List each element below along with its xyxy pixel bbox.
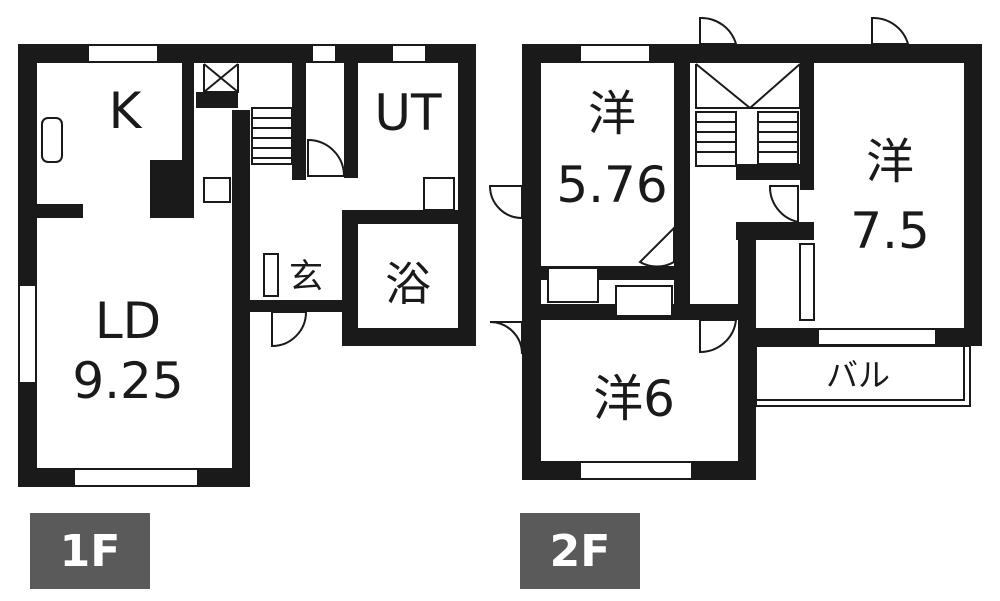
floor-1f-stairs [203, 63, 293, 165]
1f-wall-bottom-bath [342, 328, 476, 346]
2f-window-room75 [817, 328, 937, 346]
2f-wall-room576-right [674, 60, 690, 320]
room-balcony-label: バル [826, 356, 890, 394]
floor-badge-1f: 1F [30, 513, 150, 589]
2f-door-room75 [768, 185, 799, 224]
2f-closet-room576 [547, 267, 599, 303]
floor-1f-doors [41, 117, 455, 348]
2f-door-top-a [699, 16, 738, 45]
1f-wall-stair-mid [196, 92, 238, 108]
2f-wall-hall [736, 164, 814, 180]
1f-wall-bath-left [342, 210, 358, 346]
2f-window-room576 [579, 44, 651, 63]
1f-wall-stair-right [292, 60, 306, 180]
room-living-size: 9.25 [72, 352, 183, 410]
1f-window-ut [391, 44, 427, 63]
1f-window-stair [311, 44, 337, 63]
room-entrance-label: 玄 [289, 257, 323, 297]
room-western-a-label: 洋 [588, 86, 636, 142]
2f-wall-left [522, 44, 541, 480]
room-western-a-size: 5.76 [556, 156, 667, 214]
2f-closet-room75 [799, 243, 815, 321]
1f-wall-entry-bottom [250, 300, 342, 312]
floor-1f-labels: K UT LD 9.25 玄 浴 [72, 82, 442, 410]
floor-1f-plan [18, 44, 476, 487]
1f-kitchen-counter [150, 160, 194, 218]
room-western-b-size: 7.5 [850, 202, 930, 260]
floor-1f-windows [18, 44, 427, 487]
1f-door-ut [307, 138, 346, 177]
1f-window-ld-bottom [73, 468, 199, 487]
room-utility-label: UT [374, 84, 442, 142]
2f-wall-room6-right [738, 222, 756, 480]
1f-wall-left [18, 44, 37, 487]
2f-stair-run-a [695, 111, 737, 167]
2f-closet-room6 [615, 285, 673, 317]
1f-stair-run [251, 107, 293, 165]
floor-2f-labels: 洋 5.76 洋 7.5 洋6 バル [556, 86, 929, 428]
room-kitchen-label: K [109, 82, 143, 140]
room-living-label: LD [95, 292, 161, 350]
room-western-c-label: 洋6 [593, 370, 675, 428]
floor-badge-2f: 2F [520, 513, 640, 589]
room-bath-label: 浴 [385, 257, 431, 311]
2f-door-room6 [699, 319, 738, 354]
2f-door-left-a [488, 185, 523, 220]
1f-sink [41, 117, 63, 163]
1f-closet-b [423, 177, 455, 211]
1f-wall-ut-left [344, 60, 358, 178]
1f-wall-kitchen-bottom-a [37, 204, 83, 218]
1f-wall-ld-right [232, 110, 250, 487]
room-western-b-label: 洋 [866, 134, 914, 190]
1f-shoe-cabinet [263, 253, 279, 297]
2f-door-left-b [489, 321, 523, 355]
floor-2f-doors [488, 16, 910, 355]
1f-wall-kitchen-right [182, 44, 194, 174]
1f-wall-right [458, 44, 476, 346]
2f-wall-right [964, 44, 982, 346]
2f-window-room6 [579, 461, 693, 480]
floor-2f-stairs [695, 63, 801, 167]
1f-window-kitchen [87, 44, 159, 63]
1f-closet-a [203, 177, 231, 203]
2f-wall-room75-left [800, 60, 814, 190]
2f-door-room576 [638, 225, 675, 268]
2f-wall-hall-b [736, 222, 814, 240]
2f-door-top-b [871, 16, 910, 45]
2f-stair-run-b [757, 111, 799, 165]
1f-wall-ut-bottom [358, 210, 458, 224]
1f-door-entrance [271, 311, 308, 348]
1f-window-ld-side [18, 284, 37, 384]
floor-2f-windows [579, 44, 937, 480]
